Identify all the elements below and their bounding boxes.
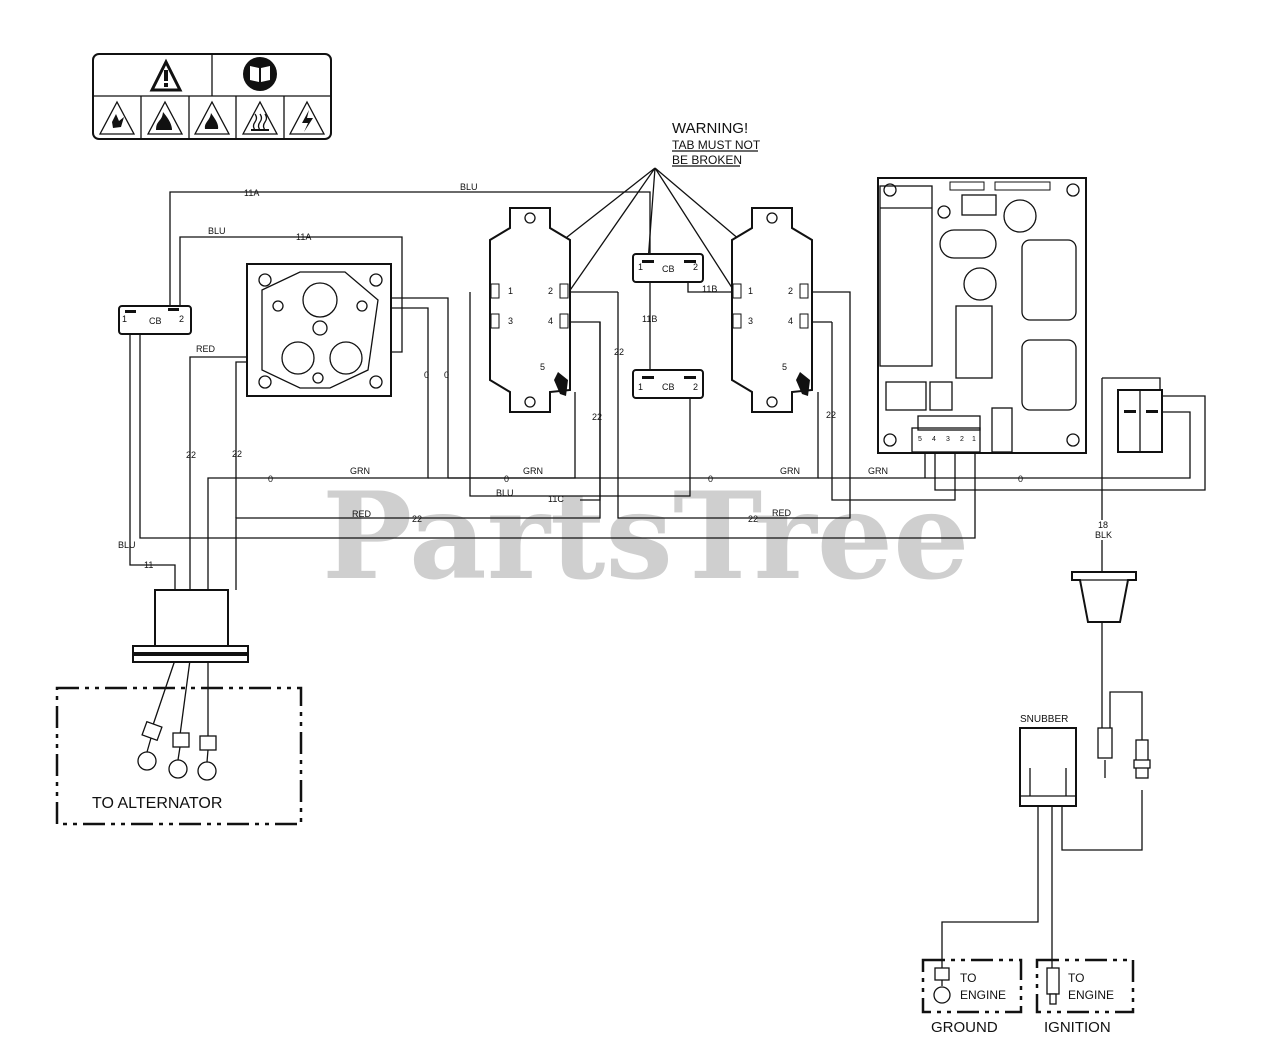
board-pin4: 4: [932, 436, 936, 443]
snubber: [1019, 727, 1077, 807]
warning-triangle-icon: [149, 58, 183, 92]
ignition-spade-terminal-icon: [1046, 967, 1060, 1005]
grommet: [1071, 571, 1137, 623]
ignition-line2: ENGINE: [1068, 988, 1114, 1002]
wire-label-red-b: RED: [772, 508, 792, 518]
wire-label-22-a: 22: [186, 450, 196, 460]
manual-book-icon: [243, 57, 277, 91]
wire-label-18: 18: [1098, 520, 1108, 530]
cb-mid-top-pin2: 2: [693, 262, 698, 272]
wire-label-0-b: 0: [444, 370, 449, 380]
wire-labels: 11A BLU BLU 11A RED 22 22 0 0 0 GRN 0 GR…: [118, 182, 1112, 570]
rcpt-left-pin1: 1: [508, 286, 513, 296]
warning-leader-arrows: [496, 167, 807, 297]
wire-label-0-d: 0: [504, 474, 509, 484]
ground-ring-terminal-icon: [933, 967, 951, 1004]
ignition-line1: TO: [1068, 971, 1084, 985]
hot-surface-icon: [241, 100, 279, 135]
wire-label-22-g: 22: [826, 410, 836, 420]
wire-label-11a-second: 11A: [296, 232, 311, 242]
ignition-caption: IGNITION: [1044, 1019, 1111, 1036]
circuit-breaker-left: 1 CB 2: [118, 305, 192, 335]
wire-label-0-e: 0: [708, 474, 713, 484]
duplex-receptacle-left: 1 2 3 4 5: [489, 207, 571, 413]
snubber-label: SNUBBER: [1020, 714, 1068, 725]
safety-label: [92, 53, 332, 140]
wire-label-11: 11: [144, 560, 153, 570]
wire-label-11b-vert: 11B: [642, 314, 657, 324]
board-pin5: 5: [918, 436, 922, 443]
cb-mid-top-label: CB: [662, 264, 675, 274]
switch-module: [1102, 377, 1163, 453]
engine-ignition-box: [1035, 958, 1135, 1014]
ring-terminals: [137, 720, 217, 781]
cb-mid-bot-pin2: 2: [693, 382, 698, 392]
wire-label-0-f: 0: [1018, 474, 1023, 484]
board-pin1: 1: [972, 436, 976, 443]
warning-title: WARNING!: [672, 120, 748, 137]
wire-label-red-a: RED: [352, 509, 372, 519]
rcpt-right-pin2: 2: [788, 286, 793, 296]
inline-connectors: [1097, 727, 1151, 779]
wire-label-0-a: 0: [424, 370, 429, 380]
rcpt-left-pin2: 2: [548, 286, 553, 296]
rcpt-left-pin3: 3: [508, 316, 513, 326]
wire-label-22-b: 22: [232, 449, 242, 459]
control-board: 5 4 3 2 1: [877, 177, 1087, 454]
wire-label-11c: 11C: [548, 494, 564, 504]
wire-label-blu-second: BLU: [208, 226, 226, 236]
engine-ground-box: [921, 958, 1023, 1014]
wire-label-blu-left: BLU: [118, 540, 136, 550]
wire-label-11b: 11B: [702, 284, 717, 294]
warning-line2: BE BROKEN: [672, 153, 742, 167]
wire-label-22-c: 22: [412, 514, 422, 524]
wire-label-blk: BLK: [1095, 530, 1112, 540]
rcpt-right-pin4: 4: [788, 316, 793, 326]
to-alternator-label: TO ALTERNATOR: [92, 795, 222, 812]
wire-label-22-f: 22: [592, 412, 602, 422]
wire-label-red-left: RED: [196, 344, 216, 354]
wire-label-0-c: 0: [268, 474, 273, 484]
board-pin2: 2: [960, 436, 964, 443]
twist-lock-outlet: [246, 263, 392, 397]
wire-label-blu-11c: BLU: [496, 488, 514, 498]
wire-label-grn-a: GRN: [350, 466, 370, 476]
wire-label-22-e: 22: [614, 347, 624, 357]
wire-label-blu-top: BLU: [460, 182, 478, 192]
ground-line2: ENGINE: [960, 988, 1006, 1002]
cb-mid-bot-label: CB: [662, 382, 675, 392]
wire-label-11a-top: 11A: [244, 188, 259, 198]
alternator-plug: [132, 589, 249, 663]
fire-hazard-icon: [146, 100, 184, 135]
rcpt-left-pin4: 4: [548, 316, 553, 326]
circuit-breaker-middle-bottom: 1 CB 2: [632, 369, 704, 399]
duplex-receptacle-right: 1 2 3 4 5: [731, 207, 813, 413]
wire-label-grn-b: GRN: [523, 466, 543, 476]
cb-mid-top-pin1: 1: [638, 262, 643, 272]
explosion-hazard-icon: [98, 100, 136, 135]
rcpt-left-pin5: 5: [540, 362, 545, 372]
ground-line1: TO: [960, 971, 976, 985]
electric-shock-icon: [288, 100, 326, 135]
wire-label-grn-c: GRN: [780, 466, 800, 476]
cb-left-pin2: 2: [179, 314, 184, 324]
rcpt-right-pin5: 5: [782, 362, 787, 372]
alternator-box: [55, 686, 303, 826]
rcpt-right-pin3: 3: [748, 316, 753, 326]
rcpt-right-pin1: 1: [748, 286, 753, 296]
cb-left-label: CB: [149, 316, 162, 326]
wire-label-22-d: 22: [748, 514, 758, 524]
cb-mid-bot-pin1: 1: [638, 382, 643, 392]
board-pin3: 3: [946, 436, 950, 443]
watermark: PartsTree: [322, 466, 969, 607]
cb-left-pin1: 1: [122, 314, 127, 324]
warning-line1: TAB MUST NOT: [672, 138, 761, 152]
flammable-hazard-icon: [193, 100, 231, 135]
wire-label-grn-d: GRN: [868, 466, 888, 476]
ground-caption: GROUND: [931, 1019, 998, 1036]
circuit-breaker-middle-top: 1 CB 2: [632, 253, 704, 283]
